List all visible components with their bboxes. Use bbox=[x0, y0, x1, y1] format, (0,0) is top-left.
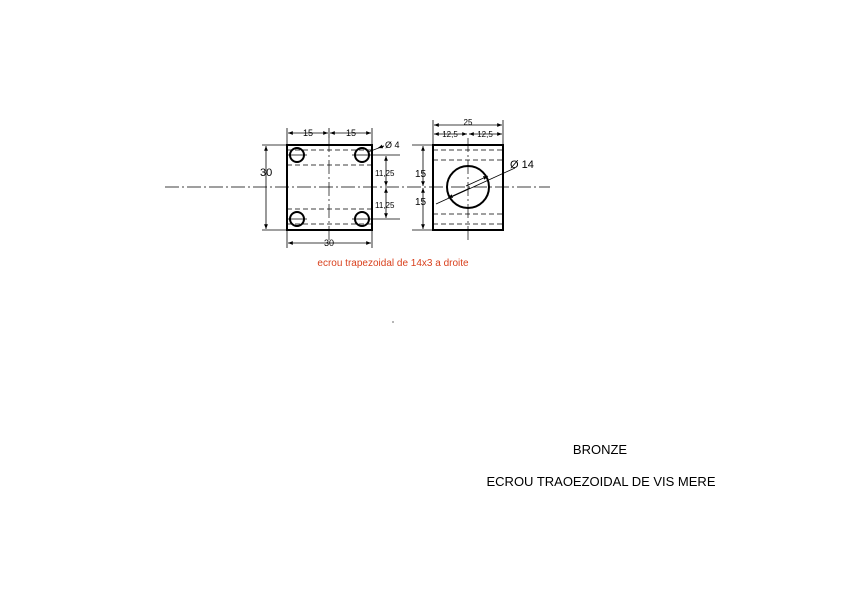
dim-front-top-right: 15 bbox=[346, 128, 356, 138]
front-view-outline bbox=[286, 144, 373, 231]
dim-front-top-left: 15 bbox=[303, 128, 313, 138]
leader-arrow bbox=[377, 144, 385, 149]
dim-side-height-upper: 15 bbox=[415, 169, 427, 180]
dim-hole-diameter: Ø 4 bbox=[385, 140, 400, 150]
bore-diameter-leader bbox=[435, 167, 516, 205]
dim-side-height-lower: 15 bbox=[415, 197, 427, 208]
dim-front-bottom: 30 bbox=[324, 238, 334, 248]
front-view: 15 15 Ø 4 30 11,25 11,25 30 bbox=[260, 128, 400, 248]
dim-side-right: 12,5 bbox=[477, 130, 493, 139]
dim-front-height: 30 bbox=[260, 167, 272, 179]
dim-side-total: 25 bbox=[464, 118, 473, 127]
dim-front-hole-offset-upper: 11,25 bbox=[375, 169, 395, 178]
note-text: ecrou trapezoidal de 14x3 a droite bbox=[317, 258, 469, 269]
dim-bore-diameter: Ø 14 bbox=[510, 159, 534, 171]
side-view: Ø 14 25 12,5 12,5 15 15 bbox=[412, 118, 534, 242]
part-name-label: ECROU TRAOEZOIDAL DE VIS MERE bbox=[487, 474, 716, 489]
material-label: BRONZE bbox=[573, 442, 628, 457]
bore-diameter-arrow bbox=[465, 175, 489, 187]
bore-diameter-arrow bbox=[447, 187, 471, 199]
trapezoidal-bore bbox=[446, 165, 490, 209]
stray-dot bbox=[392, 321, 394, 323]
dim-front-hole-offset-lower: 11,25 bbox=[375, 201, 395, 210]
dim-side-left: 12,5 bbox=[442, 130, 458, 139]
